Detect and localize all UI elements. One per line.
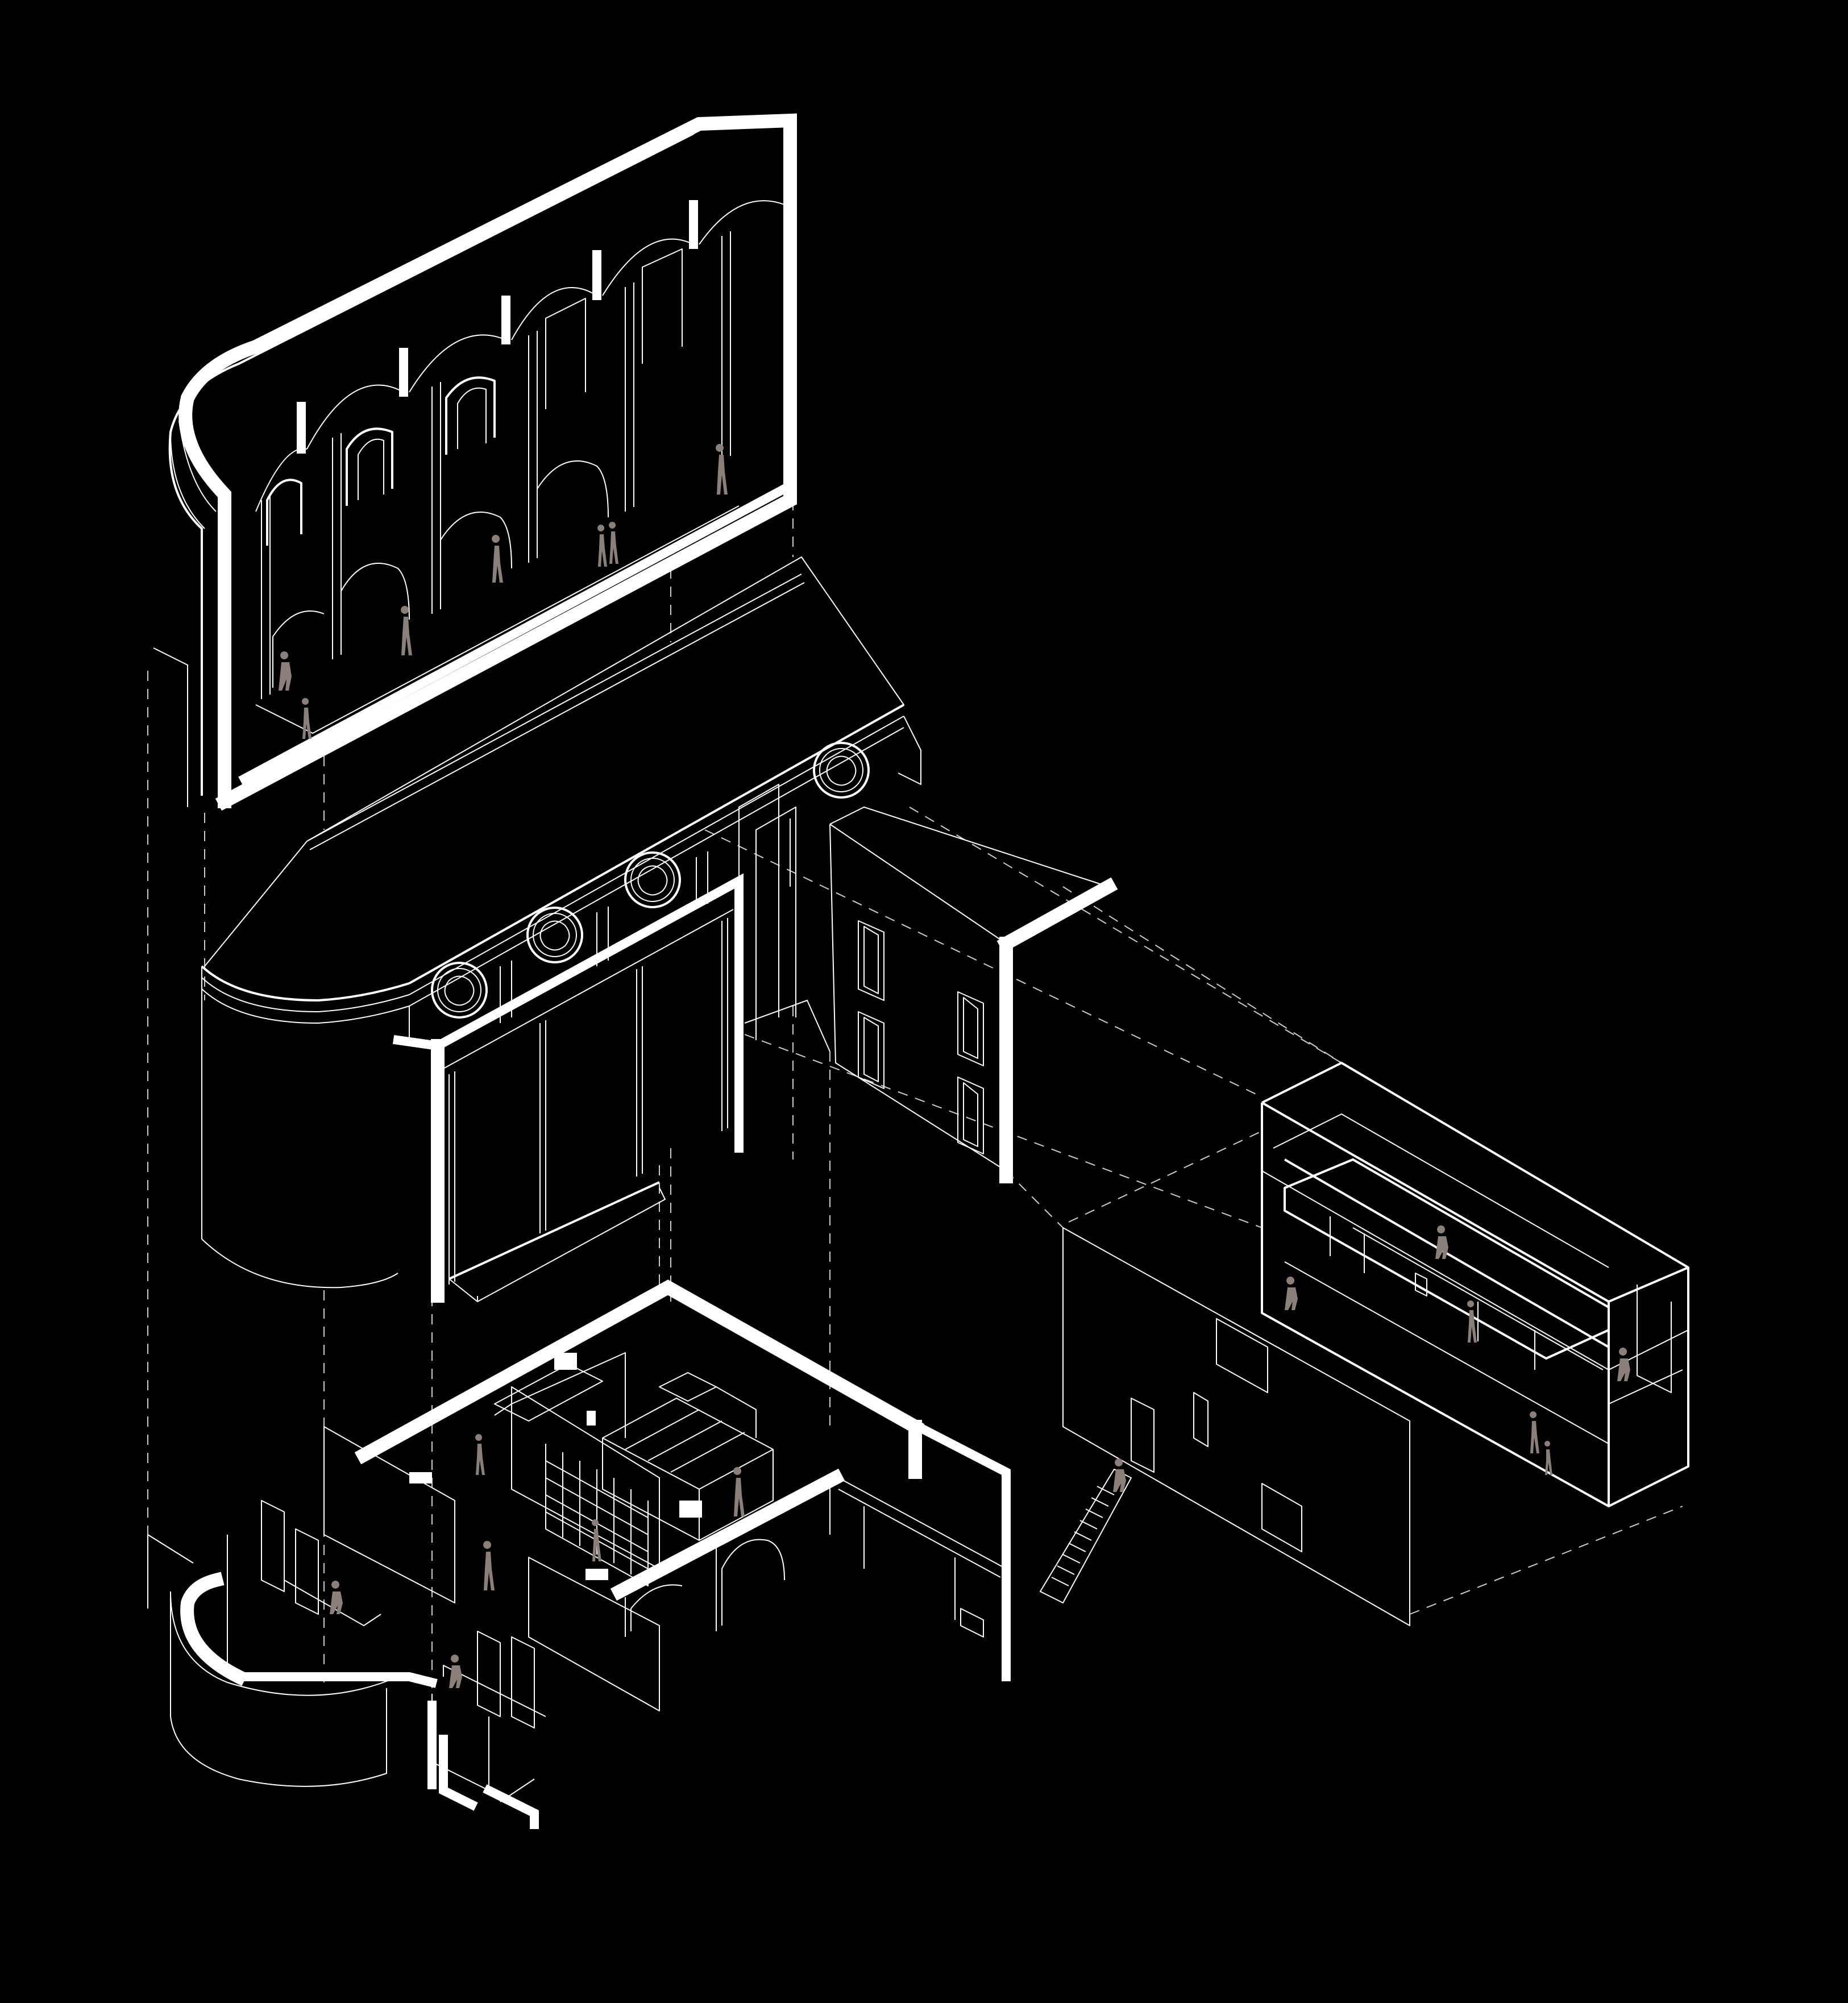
upper-windows xyxy=(266,248,683,546)
interior-arches xyxy=(272,460,609,688)
rose-windows xyxy=(431,742,870,1019)
annex-windows xyxy=(858,920,984,1154)
rotunda xyxy=(147,1534,438,1787)
church-facade xyxy=(201,556,921,1303)
projection-lines xyxy=(147,500,1683,1762)
people-interior xyxy=(279,444,728,739)
entrance-panels xyxy=(448,918,728,1285)
shelving-grid xyxy=(545,1444,649,1586)
vault-ribs xyxy=(297,200,698,454)
ground-floor-plan xyxy=(147,1279,1011,1829)
annex-building xyxy=(829,807,1118,1183)
church-interior-section xyxy=(153,113,797,811)
side-pavilion xyxy=(1040,1062,1689,1626)
people-plan xyxy=(330,1434,745,1688)
people-pavilion xyxy=(1113,1225,1630,1492)
stacks xyxy=(494,1364,774,1541)
